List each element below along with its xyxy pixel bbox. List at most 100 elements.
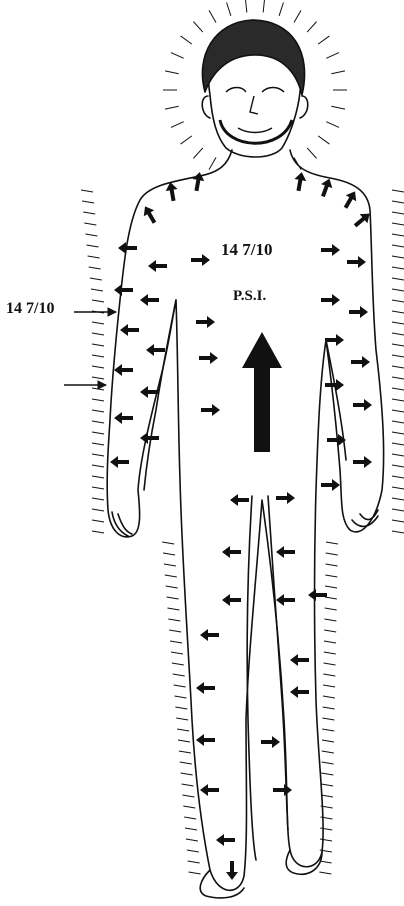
halo-ray	[92, 410, 104, 412]
halo-ray	[326, 542, 338, 544]
pressure-arrow-icon	[140, 294, 159, 306]
pressure-unit-label: P.S.I.	[233, 288, 266, 305]
pressure-arrow-icon	[276, 594, 295, 606]
halo-ray	[89, 267, 101, 269]
pressure-arrow-icon	[349, 306, 368, 318]
left-hand-fingers	[112, 512, 132, 536]
halo-ray	[92, 322, 104, 324]
halo-ray	[173, 674, 185, 676]
halo-ray	[323, 674, 335, 676]
halo-ray	[324, 641, 336, 643]
pressure-arrow-icon	[199, 352, 218, 364]
halo-ray	[325, 597, 337, 599]
halo-ray	[319, 872, 331, 874]
pressure-arrow-icon	[347, 256, 366, 268]
halo-ray	[87, 245, 99, 247]
halo-ray	[392, 344, 404, 346]
halo-ray	[92, 333, 104, 335]
pressure-arrow-icon	[230, 494, 249, 506]
halo-ray	[83, 212, 95, 214]
pressure-arrow-icon	[222, 546, 241, 558]
halo-ray	[279, 3, 283, 16]
body-outline	[107, 20, 383, 898]
halo-ray	[324, 663, 336, 665]
halo-ray	[179, 751, 191, 753]
halo-ray	[92, 421, 104, 423]
right-eye	[262, 88, 284, 93]
halo-ray	[392, 223, 404, 225]
halo-ray	[174, 685, 186, 687]
halo-ray	[92, 465, 104, 467]
halo-ray	[323, 707, 335, 709]
halo-ray	[320, 828, 332, 830]
pressure-arrow-icon	[317, 177, 335, 199]
halo-ray	[166, 586, 178, 588]
halo-ray	[322, 751, 334, 753]
halo-ray	[320, 861, 332, 863]
pressure-arrow-icon	[351, 356, 370, 368]
halo-ray	[84, 223, 96, 225]
halo-ray	[88, 256, 100, 258]
halo-ray	[321, 784, 333, 786]
pressure-arrow-icon	[353, 399, 372, 411]
halo-ray	[307, 22, 316, 32]
halo-ray	[92, 432, 104, 434]
halo-ray	[392, 476, 404, 478]
halo-rays	[81, 0, 404, 874]
left-ear	[202, 96, 210, 118]
pressure-arrow-icon	[321, 479, 340, 491]
halo-ray	[167, 608, 179, 610]
halo-ray	[320, 839, 332, 841]
halo-ray	[92, 498, 104, 500]
nose	[250, 96, 258, 114]
halo-ray	[92, 377, 104, 379]
halo-ray	[182, 784, 194, 786]
pressure-arrow-icon	[325, 334, 344, 346]
right-ear	[300, 96, 308, 118]
halo-ray	[171, 53, 184, 59]
halo-ray	[171, 122, 184, 128]
halo-ray	[164, 564, 176, 566]
pressure-arrow-icon	[114, 412, 133, 424]
pressure-arrow-icon	[110, 456, 129, 468]
pressure-arrow-icon	[308, 589, 327, 601]
halo-ray	[392, 333, 404, 335]
halo-ray	[322, 718, 334, 720]
halo-ray	[294, 10, 301, 22]
pressure-arrow-icon	[196, 682, 215, 694]
halo-ray	[92, 476, 104, 478]
halo-ray	[392, 487, 404, 489]
torso-outline	[107, 150, 383, 890]
halo-ray	[326, 122, 339, 128]
halo-ray	[325, 575, 337, 577]
halo-ray	[392, 410, 404, 412]
halo-ray	[321, 795, 333, 797]
halo-ray	[325, 608, 337, 610]
pressure-arrow-icon	[191, 254, 210, 266]
halo-ray	[165, 575, 177, 577]
pressure-arrow-icon	[273, 784, 292, 796]
halo-ray	[92, 454, 104, 456]
pressure-arrow-icon	[276, 546, 295, 558]
halo-ray	[171, 652, 183, 654]
halo-ray	[92, 520, 104, 522]
halo-ray	[392, 212, 404, 214]
halo-ray	[193, 148, 202, 158]
pressure-arrow-icon	[261, 736, 280, 748]
halo-ray	[92, 388, 104, 390]
halo-ray	[392, 377, 404, 379]
pressure-arrow-icon	[200, 629, 219, 641]
halo-ray	[392, 531, 404, 533]
halo-ray	[326, 53, 339, 59]
halo-ray	[185, 828, 197, 830]
halo-ray	[82, 201, 94, 203]
pressure-arrows	[110, 171, 374, 880]
halo-ray	[172, 663, 184, 665]
halo-ray	[178, 740, 190, 742]
halo-ray	[392, 322, 404, 324]
mouth	[238, 128, 272, 133]
halo-ray	[263, 0, 264, 12]
hair-outline	[202, 20, 304, 95]
